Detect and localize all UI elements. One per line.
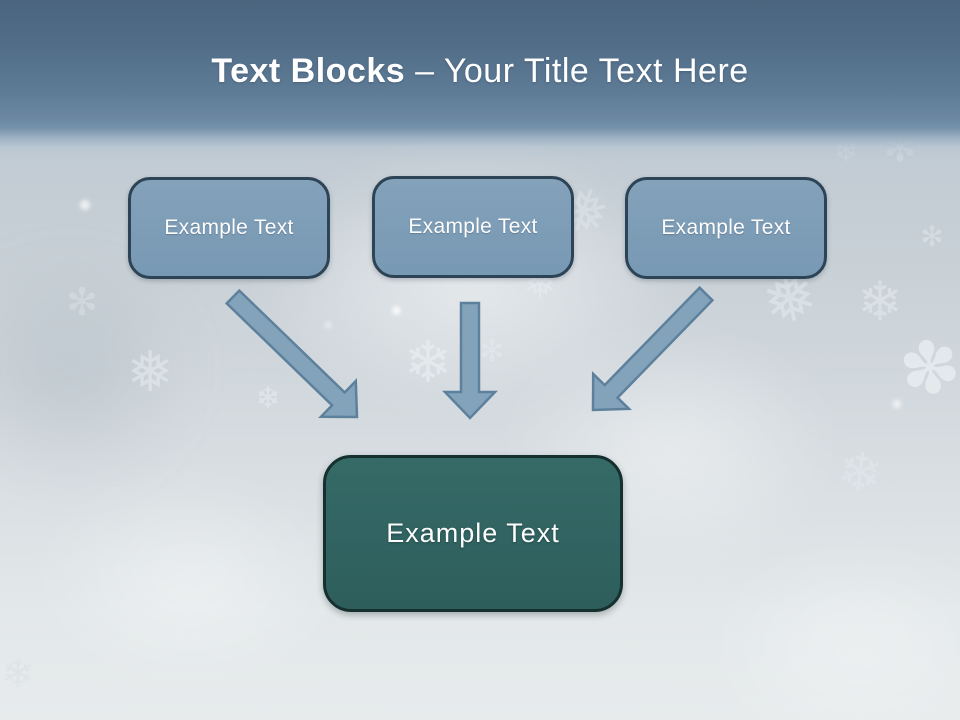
snowflake-icon: ✽ bbox=[893, 321, 960, 415]
bokeh-shade bbox=[0, 250, 200, 490]
text-block-3[interactable]: Example Text bbox=[625, 177, 827, 279]
arrow-down-left-icon[interactable] bbox=[591, 285, 715, 412]
text-block-2[interactable]: Example Text bbox=[372, 176, 574, 278]
snowflake-icon: ❄ bbox=[1, 651, 35, 697]
page-title[interactable]: Text Blocks – Your Title Text Here bbox=[0, 52, 960, 91]
title-bold-text: Text Blocks bbox=[211, 52, 406, 90]
result-block[interactable]: Example Text bbox=[323, 455, 623, 612]
text-block-2-label: Example Text bbox=[408, 215, 538, 238]
bokeh-dot bbox=[80, 200, 90, 210]
bokeh-light bbox=[30, 470, 350, 690]
text-block-1-label: Example Text bbox=[164, 216, 294, 239]
snowflake-icon: ✻ bbox=[920, 220, 944, 253]
result-block-label: Example Text bbox=[386, 518, 560, 548]
bokeh-light bbox=[700, 540, 960, 720]
snowflake-icon: ❄ bbox=[255, 381, 281, 416]
title-bar: Text Blocks – Your Title Text Here bbox=[0, 0, 960, 160]
bokeh-dot bbox=[325, 322, 331, 328]
text-block-3-label: Example Text bbox=[661, 216, 791, 239]
title-separator: – bbox=[405, 52, 444, 90]
snowflake-icon: ❄ bbox=[857, 270, 903, 333]
snowflake-icon: ❄ bbox=[833, 438, 887, 507]
title-light-text: Your Title Text Here bbox=[443, 52, 749, 90]
text-block-1[interactable]: Example Text bbox=[128, 177, 330, 279]
arrow-down-right-icon[interactable] bbox=[224, 288, 359, 419]
arrow-down-icon[interactable] bbox=[442, 301, 498, 420]
bokeh-dot bbox=[893, 400, 901, 408]
bokeh-dot bbox=[392, 306, 401, 315]
